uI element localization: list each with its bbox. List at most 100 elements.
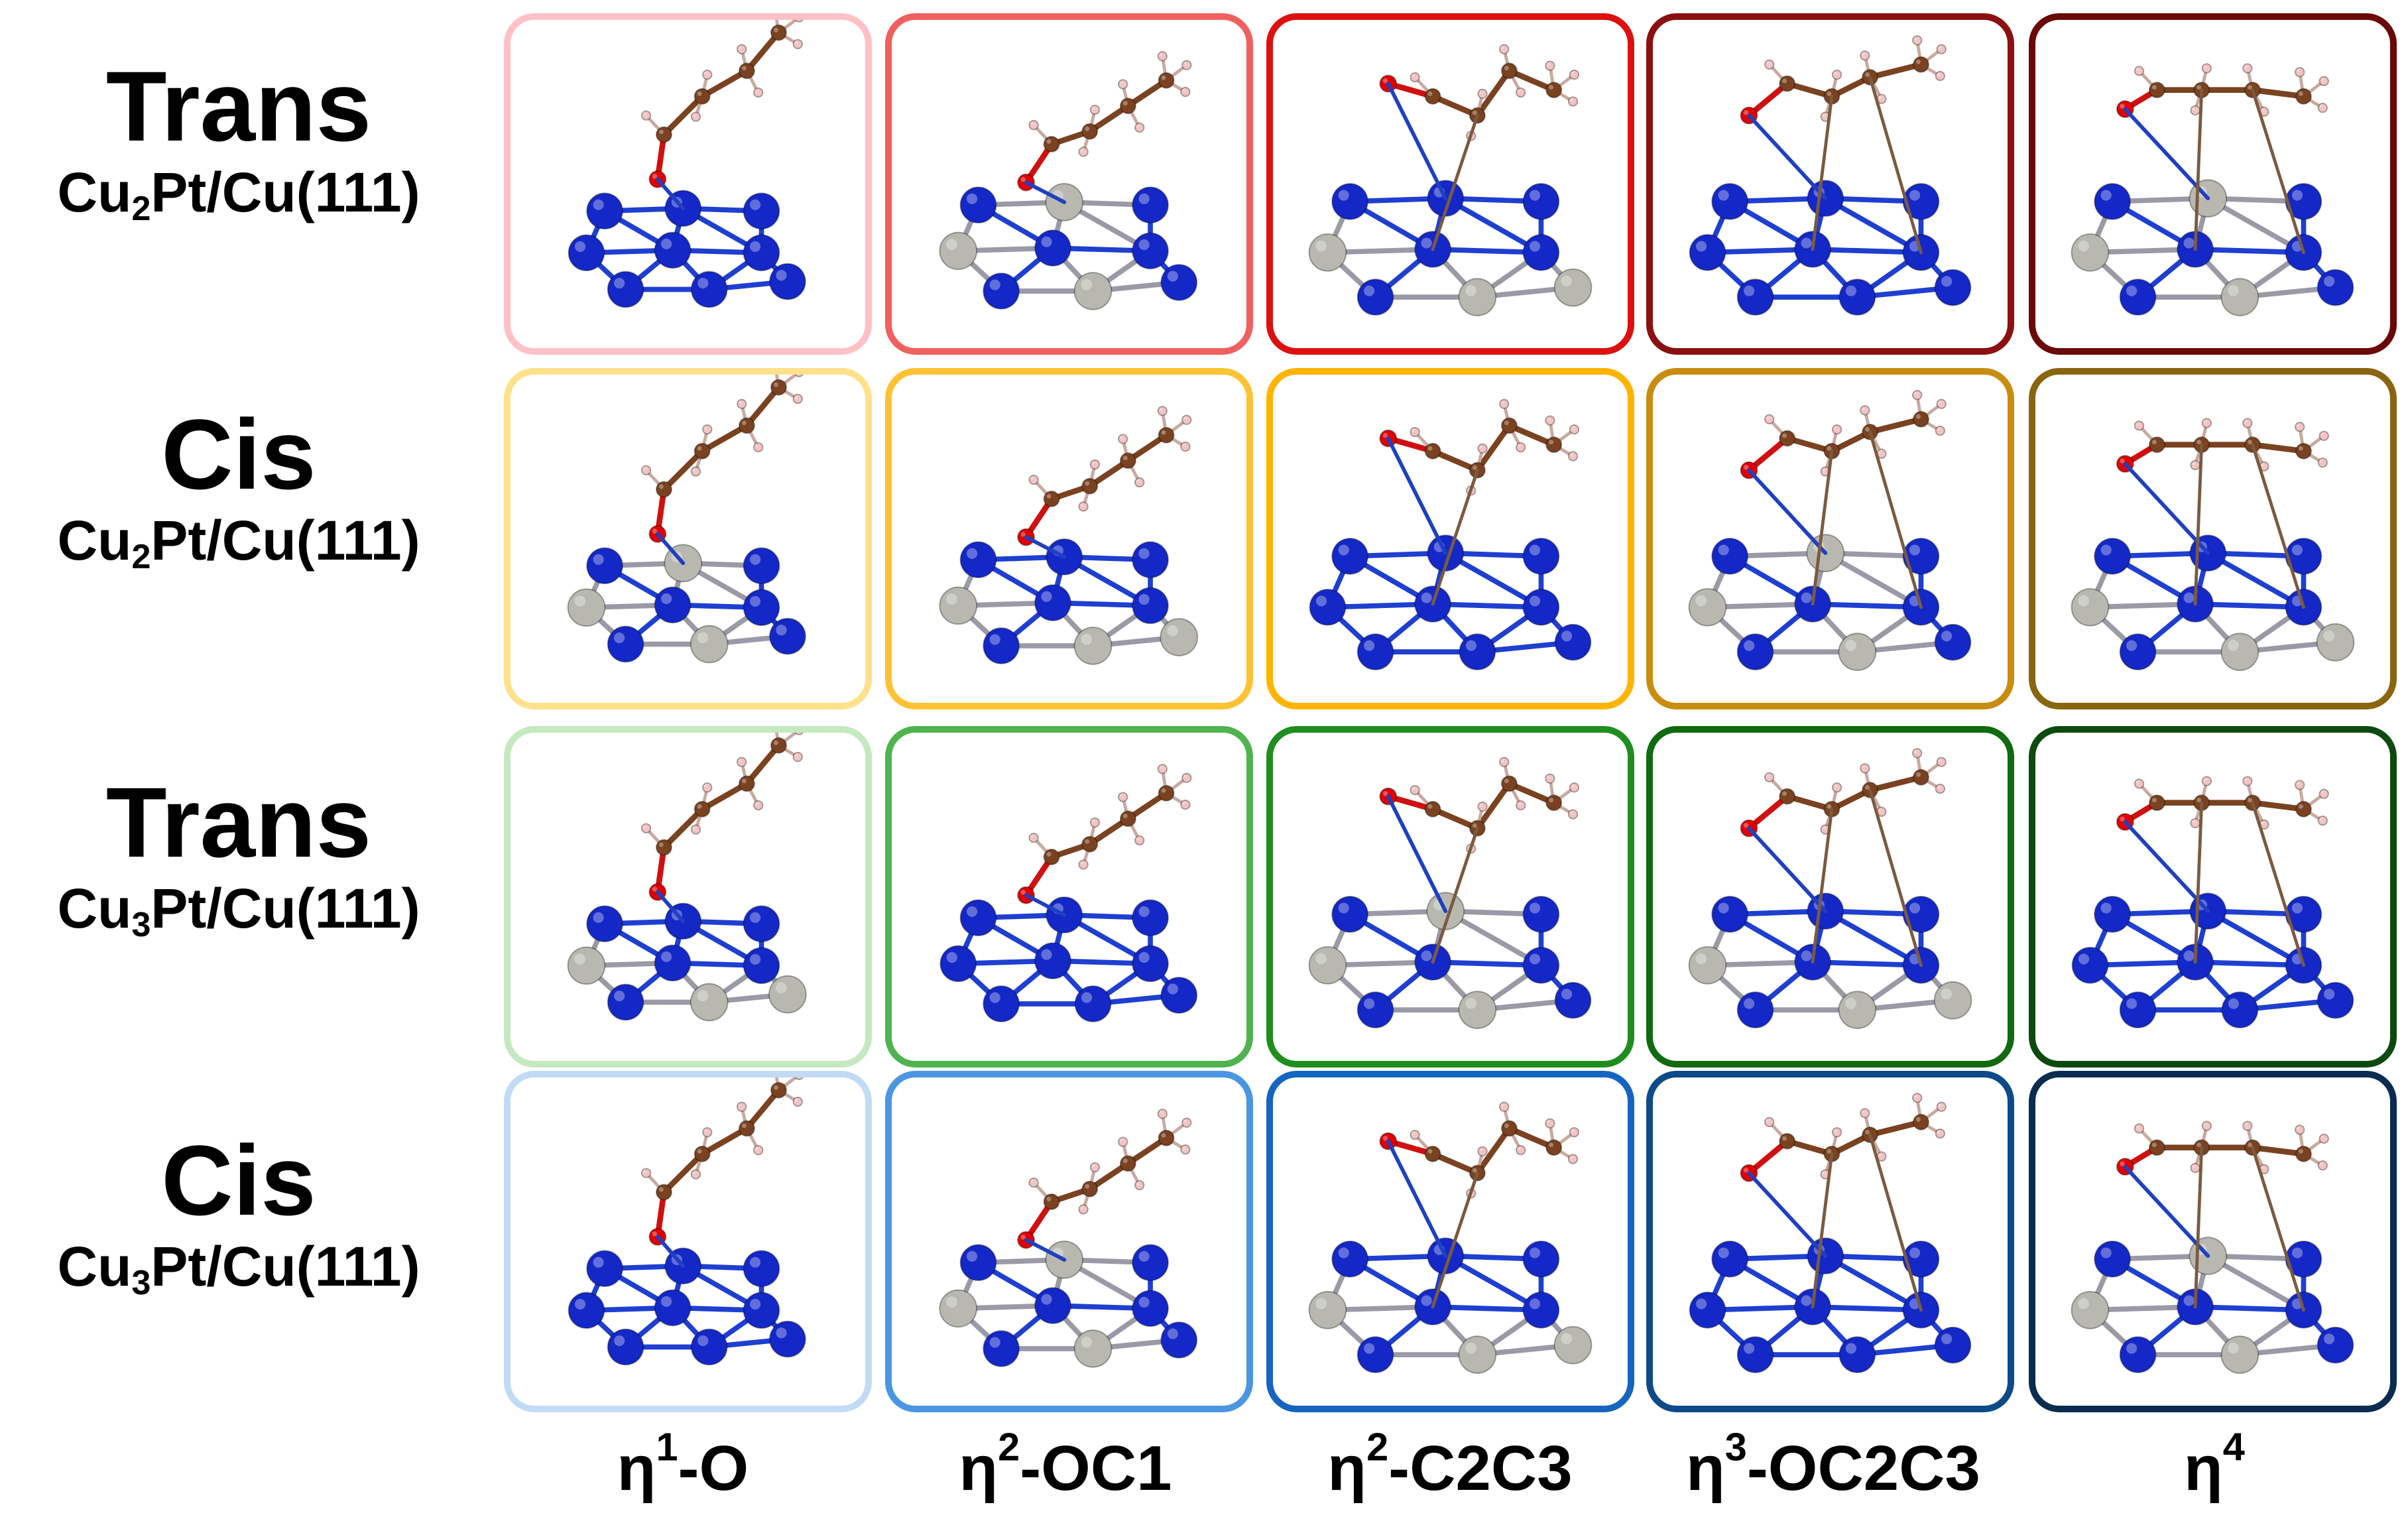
adsorption-bond [1747, 468, 1828, 556]
pt-atom [2071, 1290, 2110, 1329]
atom-highlight [704, 72, 707, 75]
h-atom [1157, 1109, 1168, 1119]
h-atom [1181, 772, 1192, 783]
atom-highlight [697, 804, 702, 809]
h-atom [1181, 1117, 1192, 1128]
atom-highlight [1743, 110, 1749, 115]
atom-highlight [2297, 69, 2300, 72]
atom-highlight [1092, 107, 1095, 110]
atom-highlight [1547, 417, 1550, 420]
adsorption-structure [1308, 44, 1593, 316]
cc-bond [1506, 780, 1557, 806]
adsorption-bond [1868, 76, 1923, 255]
cu-atom [1522, 183, 1560, 220]
h-atom [1118, 1136, 1128, 1147]
atom-highlight [1046, 851, 1052, 857]
atom-highlight [1862, 52, 1865, 56]
atom-highlight [1937, 73, 1940, 76]
atom-highlight [1561, 275, 1573, 287]
cu-atom [654, 586, 692, 624]
atom-highlight [739, 759, 742, 762]
atom-highlight [1138, 1251, 1150, 1262]
metal-bond [1810, 247, 1924, 255]
atom-highlight [1909, 190, 1921, 201]
cu-atom [1689, 1291, 1726, 1329]
atom-highlight [2100, 544, 2112, 556]
atom-highlight [741, 420, 747, 426]
atom-highlight [1138, 593, 1150, 605]
h-atom [2318, 788, 2329, 799]
atom-highlight [693, 826, 696, 829]
atom-highlight [661, 1296, 672, 1308]
atom-highlight [1504, 66, 1509, 71]
atom-highlight [1338, 1247, 1349, 1258]
metal-bond [1443, 550, 1544, 610]
cu-atom [1554, 981, 1592, 1019]
atom-highlight [1081, 1336, 1093, 1348]
atom-highlight [1827, 1148, 1832, 1154]
atom-highlight [2248, 1142, 2252, 1148]
cu-atom [1132, 1244, 1169, 1282]
cc-bond [1125, 432, 1170, 464]
atom-highlight [1914, 1095, 1917, 1098]
atom-highlight [773, 740, 778, 745]
adsorption-structure [1689, 35, 1972, 316]
cu-atom [1459, 633, 1496, 670]
atom-highlight [697, 446, 702, 451]
cu-atom [1034, 942, 1071, 979]
atom-highlight [2100, 902, 2112, 914]
h-atom [1410, 784, 1420, 796]
c-atom [770, 1081, 787, 1099]
atom-highlight [1862, 1110, 1865, 1113]
h-atom [737, 1101, 747, 1112]
cu-atom [1132, 541, 1169, 579]
configuration-panel-r3-c2 [885, 726, 1253, 1068]
cu-atom [607, 271, 644, 308]
c-atom [693, 88, 711, 105]
cu-atom [743, 905, 780, 943]
atom-highlight [1161, 75, 1166, 80]
c-atom [1779, 788, 1796, 805]
atom-highlight [1472, 1168, 1477, 1173]
c-atom [1779, 430, 1796, 447]
cu-atom [2119, 278, 2157, 316]
c-atom [1500, 1120, 1518, 1137]
metal-bond [2205, 550, 2307, 610]
atom-highlight [739, 1103, 742, 1107]
atom-highlight [1878, 450, 1882, 454]
adsorption-structure [567, 375, 806, 664]
pt-atom [2220, 278, 2259, 316]
adsorption-structure [1688, 748, 1972, 1029]
h-atom [1567, 451, 1579, 461]
c-atom [1500, 775, 1518, 792]
pt-atom [1458, 1335, 1497, 1374]
atom-highlight [1472, 823, 1477, 828]
atom-highlight [776, 270, 787, 281]
atom-highlight [1529, 1247, 1541, 1258]
atom-highlight [1041, 949, 1052, 960]
cu-atom [607, 1328, 644, 1366]
atom-highlight [693, 468, 696, 471]
cc-bond [661, 1151, 705, 1195]
h-atom [2295, 422, 2305, 432]
pt-atom [939, 231, 978, 271]
atom-highlight [1571, 1129, 1575, 1132]
cu-atom [1132, 232, 1169, 270]
c-atom [1043, 1193, 1060, 1210]
atom-highlight [1547, 62, 1550, 66]
c-atom [2148, 436, 2165, 454]
pt-atom [2071, 233, 2110, 272]
atom-highlight [2291, 1247, 2303, 1258]
h-atom [753, 87, 764, 98]
atom-highlight [697, 1148, 702, 1154]
h-atom [2201, 418, 2212, 428]
adsorption-structure [1688, 390, 1972, 671]
atom-highlight [2203, 420, 2207, 423]
metal-bond [1823, 196, 1924, 255]
h-atom [792, 38, 803, 50]
metal-bond [2193, 959, 2307, 968]
metal-bond [1430, 959, 1544, 968]
pt-atom [1688, 587, 1727, 627]
pt-atom [1308, 1290, 1347, 1329]
atom-highlight [1937, 786, 1940, 789]
